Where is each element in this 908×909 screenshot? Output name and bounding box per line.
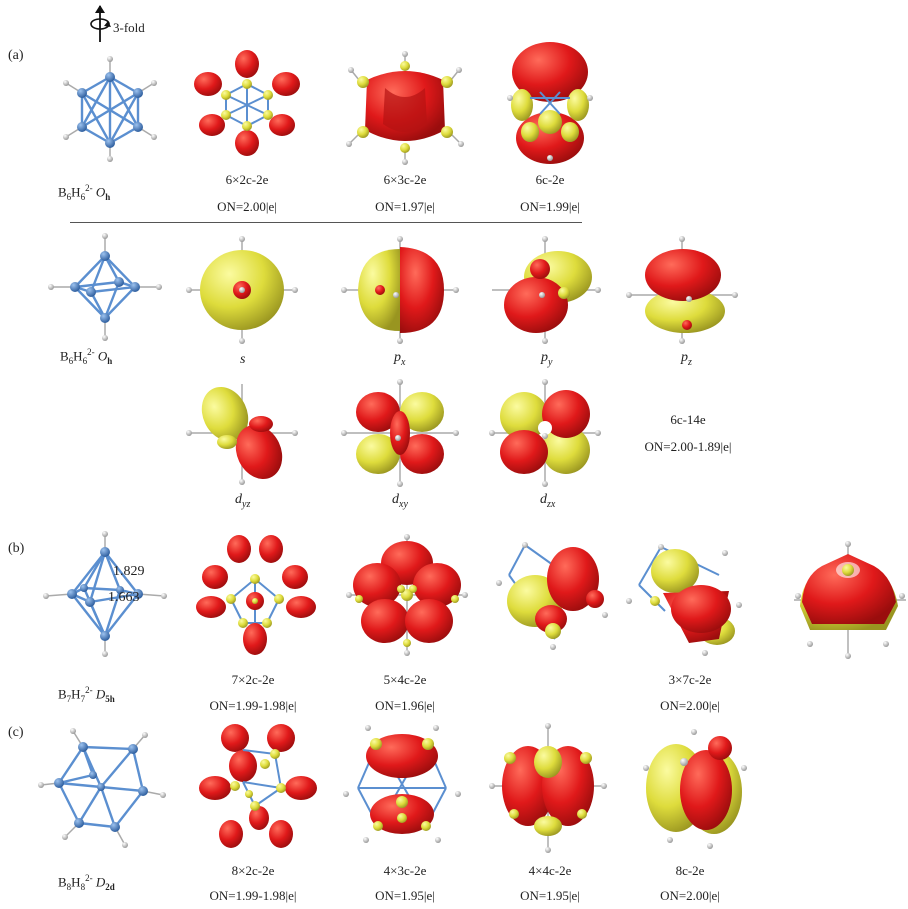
bond-type-c3: 4×4c-2e xyxy=(528,863,572,878)
bond-type-c2: 4×3c-2e xyxy=(383,863,427,878)
bond-type-b3: 3×7c-2e xyxy=(668,672,712,687)
occupation-c4: ON=2.00|e| xyxy=(660,888,720,903)
occupation-b2: ON=1.96|e| xyxy=(375,698,435,713)
orbital-4x4c-2e xyxy=(489,723,607,853)
orbital-6x2c-2e xyxy=(194,50,300,156)
orbital-7c-2e-b xyxy=(626,544,742,656)
orbital-dyz xyxy=(186,384,298,485)
orbital-label-dxy: dxy xyxy=(392,492,408,510)
molecule-label-3: B7H72- D5h xyxy=(58,685,115,704)
orbital-label-dzx: dzx xyxy=(540,492,556,510)
orbital-s xyxy=(186,236,298,344)
orbital-label-px: px xyxy=(394,350,406,368)
orbital-py xyxy=(492,236,601,344)
panel-label-b: (b) xyxy=(8,541,25,556)
bond-type-c1: 8×2c-2e xyxy=(231,863,275,878)
orbital-pz xyxy=(626,236,738,344)
bond-type-b2: 5×4c-2e xyxy=(383,672,427,687)
b6h6-cluster-octahedral-view1 xyxy=(63,56,157,162)
occupation-a2: ON=1.97|e| xyxy=(375,199,435,214)
orbital-7x2c-2e xyxy=(196,535,316,655)
bond-type-6c-14e: 6c-14e xyxy=(670,412,706,427)
bond-length-long: 1.829 xyxy=(113,564,145,579)
bond-type-a1: 6×2c-2e xyxy=(225,172,269,187)
occupation-b3: ON=2.00|e| xyxy=(660,698,720,713)
molecule-label-2: B6H62- Oh xyxy=(60,347,113,366)
occupation-b1: ON=1.99-1.98|e| xyxy=(209,698,297,713)
bond-type-b1: 7×2c-2e xyxy=(231,672,275,687)
orbital-7c-2e-a xyxy=(496,542,608,650)
orbital-7c-2e-c xyxy=(794,541,906,659)
rotation-axis-icon xyxy=(90,5,111,42)
molecule-label-1: B6H62- Oh xyxy=(58,183,111,202)
occupation-a1: ON=2.00|e| xyxy=(217,199,277,214)
orbital-dxy xyxy=(341,379,459,487)
orbital-dzx xyxy=(489,379,601,487)
orbital-8x2c-2e xyxy=(199,724,317,848)
bond-type-a2: 6×3c-2e xyxy=(383,172,427,187)
orbital-label-pz: pz xyxy=(681,350,692,368)
occupation-c3: ON=1.95|e| xyxy=(520,888,580,903)
orbital-4x3c-2e xyxy=(343,725,461,843)
b8h8-cluster-d2d xyxy=(38,728,166,848)
occupation-c1: ON=1.99-1.98|e| xyxy=(209,888,297,903)
panel-label-c: (c) xyxy=(8,725,24,740)
orbital-label-s: s xyxy=(240,352,246,367)
panel-label-a: (a) xyxy=(8,48,24,63)
axis-label: 3-fold xyxy=(113,20,145,35)
orbital-8c-2e xyxy=(643,729,747,849)
orbital-6x3c-2e xyxy=(346,51,464,165)
b6h6-cluster-octahedral-view2 xyxy=(48,233,162,341)
molecule-label-4: B8H82- D2d xyxy=(58,873,115,892)
orbital-6c-2e xyxy=(507,42,593,164)
orbital-label-dyz: dyz xyxy=(235,492,251,510)
orbital-label-py: py xyxy=(541,350,553,368)
orbital-5x4c-2e xyxy=(346,534,468,656)
bond-length-short: 1.663 xyxy=(108,590,140,605)
orbital-px xyxy=(341,236,459,344)
bond-type-c4: 8c-2e xyxy=(675,863,705,878)
bond-type-a3: 6c-2e xyxy=(535,172,565,187)
b7h7-cluster-pentagonal-bipyramid xyxy=(43,531,167,657)
occupation-6c-14e: ON=2.00-1.89|e| xyxy=(644,439,732,454)
occupation-c2: ON=1.95|e| xyxy=(375,888,435,903)
occupation-a3: ON=1.99|e| xyxy=(520,199,580,214)
section-divider xyxy=(70,222,582,223)
